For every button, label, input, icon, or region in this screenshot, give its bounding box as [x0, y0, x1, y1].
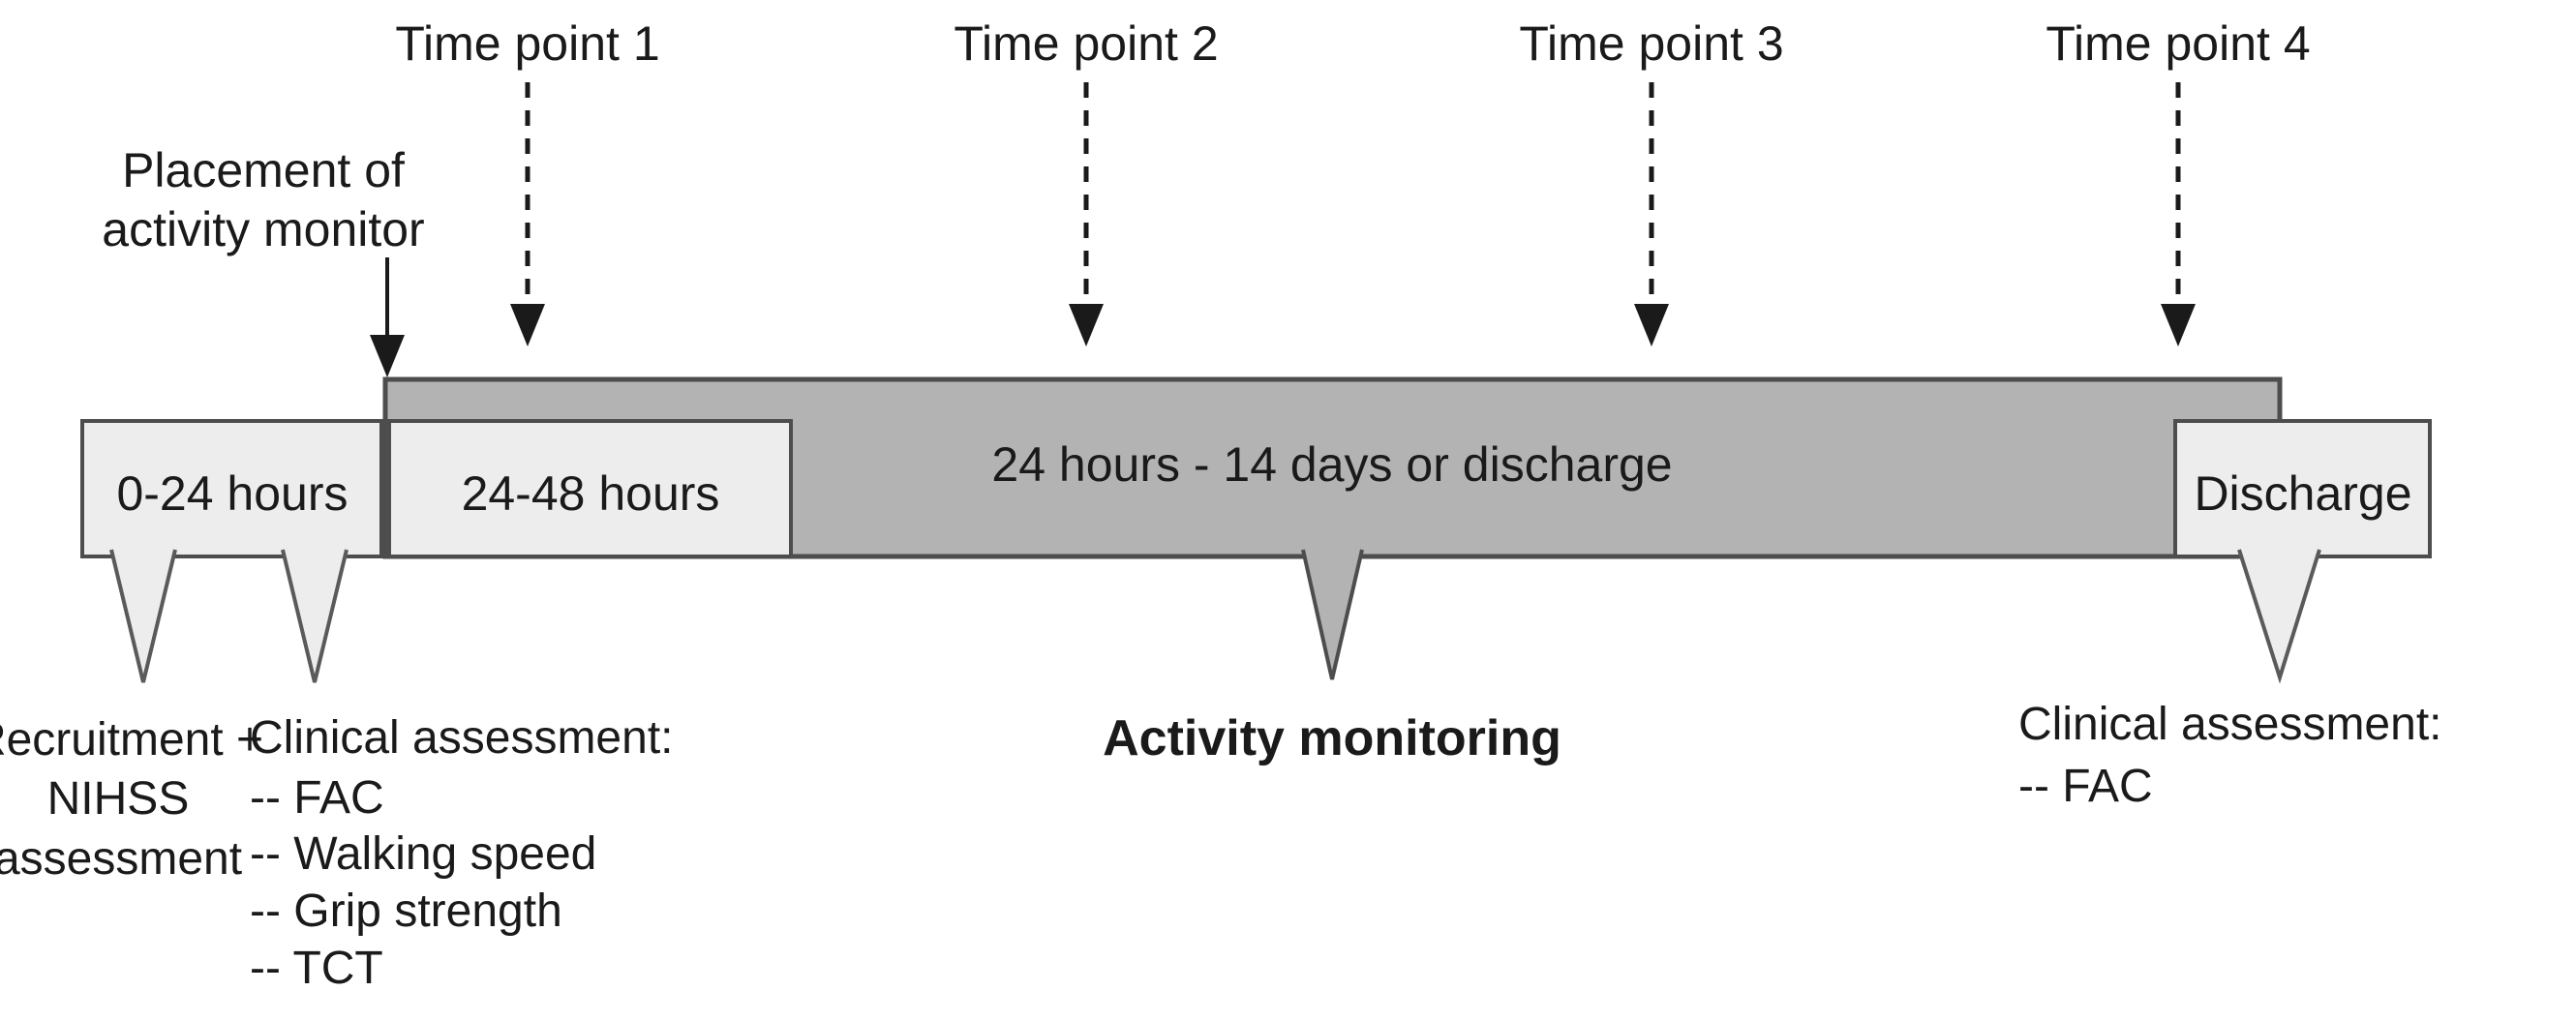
timepoint-1-arrowhead-icon	[510, 304, 545, 346]
timepoint-4-arrow	[2161, 82, 2196, 346]
timepoint-3-arrowhead-icon	[1634, 304, 1669, 346]
clinical-left-item-tct: -- TCT	[250, 943, 383, 994]
clinical-assessment-right-annotation: Clinical assessment: -- FAC	[2018, 699, 2441, 812]
activity-bar-callout-tail	[1301, 549, 1364, 680]
box-discharge	[2173, 419, 2432, 558]
clinical-right-item-fac: -- FAC	[2018, 761, 2153, 812]
clinical-left-item-fac: -- FAC	[250, 772, 384, 824]
recruitment-line1: Recruitment +	[0, 714, 263, 766]
clinical-assessment-left-annotation: Clinical assessment: -- FAC -- Walking s…	[250, 712, 673, 994]
box-24-48-hours-label: 24-48 hours	[462, 466, 720, 521]
placement-arrowhead-icon	[370, 335, 405, 377]
placement-label-line2: activity monitor	[102, 202, 424, 256]
clinical-left-item-walking-speed: -- Walking speed	[250, 828, 596, 880]
recruitment-annotation: Recruitment + NIHSS assessment	[0, 714, 263, 885]
timepoint-3-label: Time point 3	[1519, 16, 1783, 71]
clinical-right-title: Clinical assessment:	[2018, 699, 2441, 750]
box-0-24-hours-tail	[109, 549, 177, 683]
timepoint-1-label: Time point 1	[395, 16, 659, 71]
box-0-24-hours	[80, 419, 383, 558]
timepoint-2-arrowhead-icon	[1069, 304, 1104, 346]
box-discharge-label: Discharge	[2194, 466, 2411, 521]
box-24-48-hours-tail	[281, 549, 349, 683]
recruitment-line2: NIHSS	[47, 773, 190, 825]
box-discharge-tail	[2237, 549, 2321, 684]
activity-monitoring-label: Activity monitoring	[1103, 710, 1561, 766]
box-0-24-hours-label: 0-24 hours	[116, 466, 348, 521]
timepoint-4-label: Time point 4	[2046, 16, 2310, 71]
clinical-left-title: Clinical assessment:	[250, 712, 673, 764]
timepoint-1-arrow	[510, 82, 545, 346]
recruitment-line3: assessment	[0, 833, 242, 885]
clinical-left-item-grip-strength: -- Grip strength	[250, 886, 562, 937]
activity-bar-label: 24 hours - 14 days or discharge	[991, 437, 1672, 492]
timepoint-3-arrow	[1634, 82, 1669, 346]
placement-arrow	[370, 257, 405, 377]
timepoint-2-label: Time point 2	[954, 16, 1218, 71]
timepoint-4-arrowhead-icon	[2161, 304, 2196, 346]
box-24-48-hours	[387, 419, 793, 558]
placement-label-line1: Placement of	[122, 143, 405, 197]
timepoint-2-arrow	[1069, 82, 1104, 346]
